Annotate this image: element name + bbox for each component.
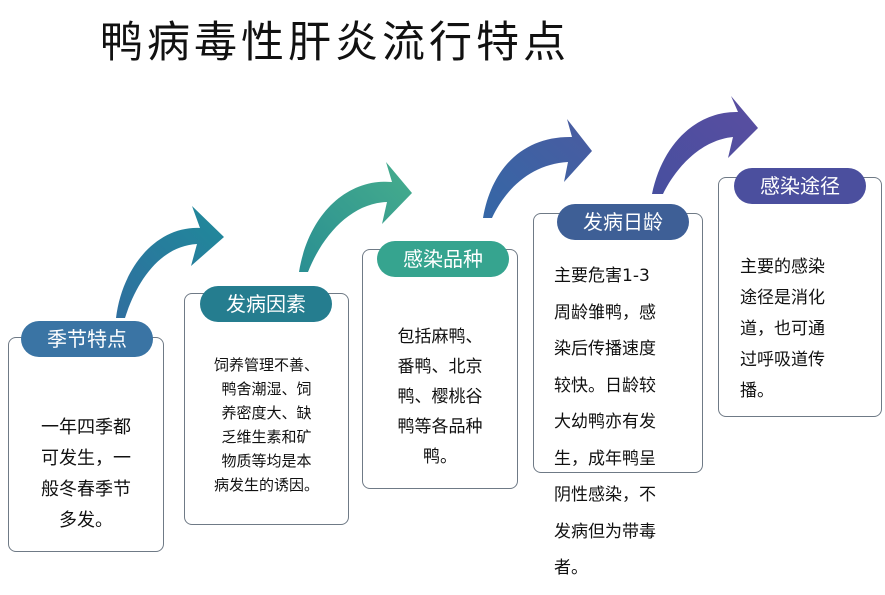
step-label-cause: 发病因素	[200, 286, 332, 322]
step-text-cause: 饲养管理不善、 鸭舍潮湿、饲 养密度大、缺 乏维生素和矿 物质等均是本 病发生的…	[213, 356, 319, 494]
step-label-season: 季节特点	[21, 321, 153, 357]
step-text-variety: 包括麻鸭、 番鸭、北京 鸭、樱桃谷 鸭等各品种 鸭。	[397, 327, 483, 467]
step-card-variety	[362, 249, 518, 489]
step-text-age: 主要危害1-3 周龄雏鸭，感 染后传播速度 较快。日龄较 大幼鸭亦有发 生，成年…	[554, 266, 656, 578]
step-label-variety: 感染品种	[377, 241, 509, 277]
step-label-route: 感染途径	[734, 168, 866, 204]
step-card-age	[533, 213, 703, 473]
step-text-route: 主要的感染 途径是消化 道，也可通 过呼吸道传 播。	[740, 257, 825, 401]
step-card-route	[718, 177, 882, 417]
curved-arrow-icon	[116, 206, 224, 318]
step-card-cause	[184, 293, 349, 525]
curved-arrow-icon	[299, 162, 412, 272]
curved-arrow-icon	[652, 96, 758, 194]
step-label-text: 感染品种	[403, 247, 483, 271]
diagram-title: 鸭病毒性肝炎流行特点	[100, 18, 570, 68]
step-label-text: 季节特点	[47, 327, 127, 351]
step-label-text: 感染途径	[760, 174, 840, 198]
step-label-age: 发病日龄	[557, 204, 689, 240]
step-text-season: 一年四季都 可发生，一 般冬春季节 多发。	[41, 417, 131, 531]
step-label-text: 发病因素	[226, 292, 306, 316]
curved-arrow-icon	[483, 119, 592, 218]
step-label-text: 发病日龄	[583, 210, 663, 234]
step-card-season	[8, 337, 164, 552]
